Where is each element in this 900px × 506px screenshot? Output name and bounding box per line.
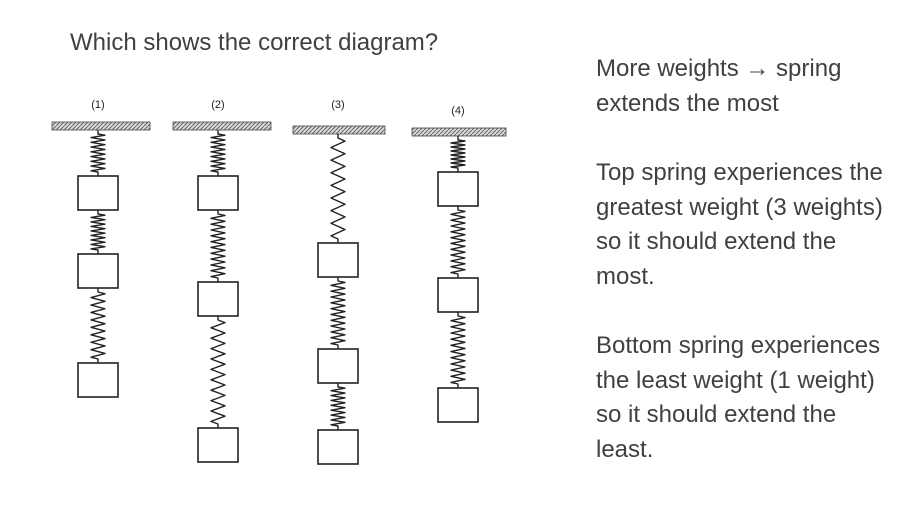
spring-diagram: (1) (2) (3) [51, 99, 507, 465]
ceiling-1 [51, 121, 151, 131]
weight-1-2 [77, 253, 119, 289]
spring-4-2 [450, 206, 466, 278]
ceiling-3 [292, 125, 386, 135]
spring-1-1 [90, 130, 106, 176]
ceiling-4 [411, 127, 507, 137]
spring-3-1 [330, 134, 346, 243]
explanation-text: More weights → spring extends the most T… [596, 52, 892, 502]
explanation-point-1: More weights → spring extends the most [596, 55, 842, 117]
option-3: (3) [292, 99, 386, 465]
spring-2-2 [210, 210, 226, 282]
weight-3-1 [317, 242, 359, 278]
spring-2-3 [210, 316, 226, 428]
option-2: (2) [172, 99, 272, 463]
weight-4-2 [437, 277, 479, 313]
spring-4-1 [450, 136, 466, 172]
weight-2-2 [197, 281, 239, 317]
ceiling-2 [172, 121, 272, 131]
weight-4-1 [437, 171, 479, 207]
option-label-1: (1) [91, 99, 104, 111]
explanation-point-2: Top spring experiences the greatest weig… [596, 159, 883, 290]
question-title: Which shows the correct diagram? [70, 29, 439, 56]
option-label-3: (3) [331, 99, 344, 111]
spring-3-3 [330, 383, 346, 430]
weight-1-1 [77, 175, 119, 211]
weight-4-3 [437, 387, 479, 423]
weight-3-2 [317, 348, 359, 384]
weight-3-3 [317, 429, 359, 465]
spring-4-3 [450, 312, 466, 388]
option-label-4: (4) [451, 105, 464, 117]
option-label-2: (2) [211, 99, 224, 111]
spring-1-3 [90, 288, 106, 363]
option-1: (1) [51, 99, 151, 398]
weight-2-3 [197, 427, 239, 463]
weight-1-3 [77, 362, 119, 398]
option-4: (4) [411, 105, 507, 423]
explanation-point-3: Bottom spring experiences the least weig… [596, 332, 881, 463]
spring-1-2 [90, 210, 106, 254]
weight-2-1 [197, 175, 239, 211]
spring-3-2 [330, 277, 346, 349]
spring-2-1 [210, 130, 226, 176]
